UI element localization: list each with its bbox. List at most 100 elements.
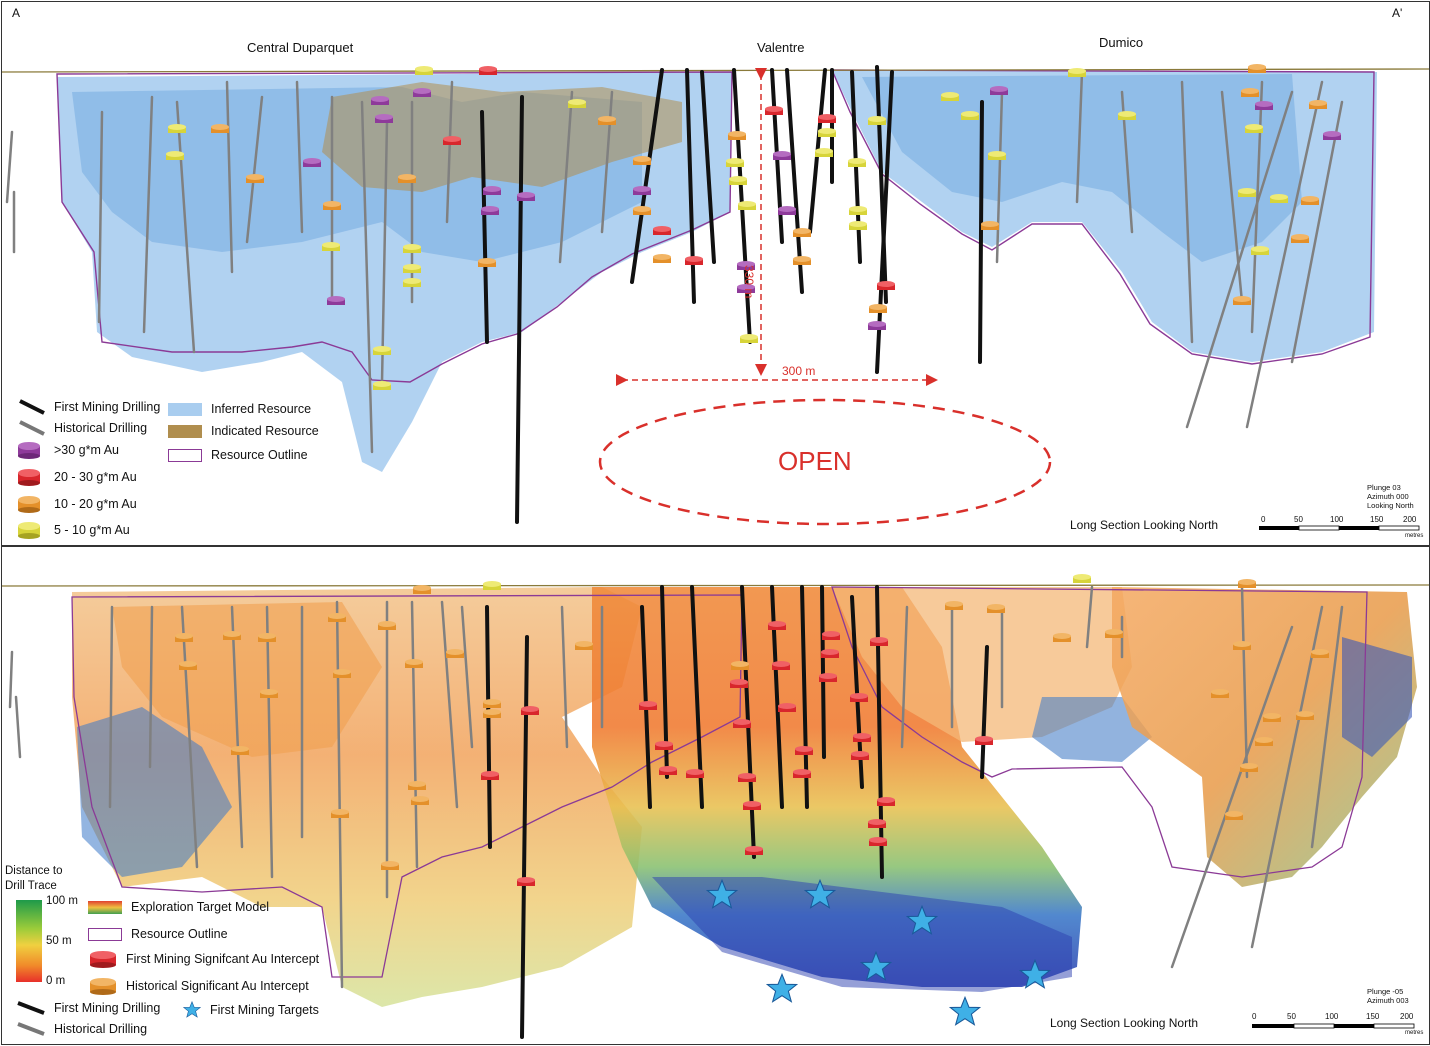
legend-label: Resource Outline — [131, 927, 228, 941]
orange-cylinder-icon — [14, 495, 48, 513]
grade-intercept — [778, 703, 796, 709]
target-model-right-blue — [1342, 637, 1412, 757]
target-star-icon — [949, 996, 981, 1026]
grade-intercept — [685, 256, 703, 262]
grade-intercept — [1233, 296, 1251, 302]
target-model-left-blue — [77, 707, 232, 877]
first-mining-drill-trace — [785, 68, 804, 294]
legend-label: First Mining Drilling — [54, 1001, 161, 1015]
grade-intercept — [737, 261, 755, 267]
yellow-cylinder-icon — [14, 521, 48, 539]
scale-unit: metres — [1405, 1030, 1424, 1036]
bottom-intercepts — [175, 574, 1329, 886]
grade-intercept — [575, 641, 593, 647]
grade-intercept — [1251, 246, 1269, 252]
grade-intercept — [1053, 633, 1071, 639]
historical-drill-trace — [558, 90, 574, 264]
historical-drill-trace — [900, 605, 909, 749]
historical-drill-trace — [1085, 585, 1094, 649]
grade-intercept — [1309, 100, 1327, 106]
first-mining-drill-trace — [700, 70, 716, 264]
inferred-resource-body-right-dark — [862, 74, 1302, 262]
grade-intercept — [733, 719, 751, 725]
target-star-icon — [766, 973, 798, 1003]
historical-drill-trace — [1245, 80, 1324, 429]
grade-intercept — [740, 334, 758, 340]
grade-intercept — [1248, 64, 1266, 70]
grade-intercept — [686, 769, 704, 775]
legend-grade-5-10: 5 - 10 g*m Au — [14, 521, 130, 539]
grade-intercept — [945, 601, 963, 607]
grade-intercept — [260, 689, 278, 695]
grade-intercept — [1211, 689, 1229, 695]
legend-label: Historical Drilling — [54, 421, 148, 435]
red-cylinder-icon — [14, 468, 48, 486]
grade-intercept — [793, 769, 811, 775]
grade-intercept — [443, 136, 461, 142]
grade-intercept — [1263, 713, 1281, 719]
grade-intercept — [478, 258, 496, 264]
grade-intercept — [639, 701, 657, 707]
historical-drill-trace — [225, 80, 234, 274]
grade-intercept — [303, 158, 321, 164]
first-mining-drill-trace — [820, 585, 826, 759]
legend-label: Inferred Resource — [211, 402, 312, 416]
historical-drill-trace — [295, 80, 304, 234]
grade-intercept — [633, 186, 651, 192]
grade-intercept — [413, 585, 431, 591]
first-mining-drill-trace — [978, 100, 984, 364]
grade-intercept — [941, 92, 959, 98]
grade-intercept — [168, 124, 186, 130]
distance-tick: 50 m — [46, 935, 72, 947]
grade-intercept — [728, 131, 746, 137]
historical-drill-trace — [440, 600, 459, 809]
grade-intercept — [1068, 68, 1086, 74]
section-start-label: A — [12, 6, 21, 20]
target-model-center-blue — [1032, 697, 1152, 762]
grade-intercept — [517, 877, 535, 883]
grade-intercept — [483, 699, 501, 705]
first-mining-drill-trace — [520, 635, 529, 1039]
scale-tick: 200 — [1400, 1012, 1414, 1021]
historical-drill-trace — [180, 605, 199, 869]
grade-intercept — [868, 116, 886, 122]
orientation-azimuth: Azimuth 000 — [1367, 492, 1409, 501]
orange-cylinder-icon — [86, 977, 120, 995]
grade-intercept — [726, 158, 744, 164]
grade-intercept — [729, 176, 747, 182]
grade-intercept — [403, 244, 421, 250]
top-intercepts — [166, 64, 1341, 390]
grade-intercept — [1241, 88, 1259, 94]
historical-drill-trace — [445, 80, 454, 224]
legend-historical-drilling: Historical Drilling — [14, 419, 147, 437]
place-label-central-duparquet: Central Duparquet — [247, 40, 354, 55]
historical-drill-trace — [8, 650, 14, 709]
historical-drill-trace — [360, 100, 374, 454]
grade-intercept — [322, 242, 340, 248]
historical-drill-trace — [265, 605, 274, 879]
historical-drill-trace — [14, 695, 22, 759]
legend-label: 20 - 30 g*m Au — [54, 470, 137, 484]
distance-legend-title: Distance to — [5, 865, 63, 877]
place-label-dumico: Dumico — [1099, 35, 1144, 50]
grade-intercept — [815, 148, 833, 154]
legend-inferred: Inferred Resource — [168, 402, 311, 416]
grade-intercept — [483, 581, 501, 587]
legend-label: First Mining Signifcant Au Intercept — [126, 952, 320, 966]
first-mining-drill-trace — [875, 65, 888, 304]
historical-drill-trace — [600, 90, 614, 234]
grey-drill-icon — [14, 419, 48, 437]
distance-tick: 0 m — [46, 975, 66, 987]
legend-label: Historical Significant Au Intercept — [126, 979, 309, 993]
top-drill-holes — [5, 65, 1344, 524]
historical-drill-trace — [1180, 80, 1194, 344]
historical-drill-trace — [1250, 605, 1324, 949]
historical-drill-trace — [97, 110, 104, 324]
grade-intercept — [870, 637, 888, 643]
legend-label: Exploration Target Model — [131, 900, 270, 914]
grade-intercept — [323, 201, 341, 207]
historical-drill-trace — [1185, 90, 1294, 429]
historical-drill-trace — [1075, 70, 1084, 204]
legend-label: Resource Outline — [211, 448, 308, 462]
first-mining-drill-trace — [980, 645, 989, 779]
